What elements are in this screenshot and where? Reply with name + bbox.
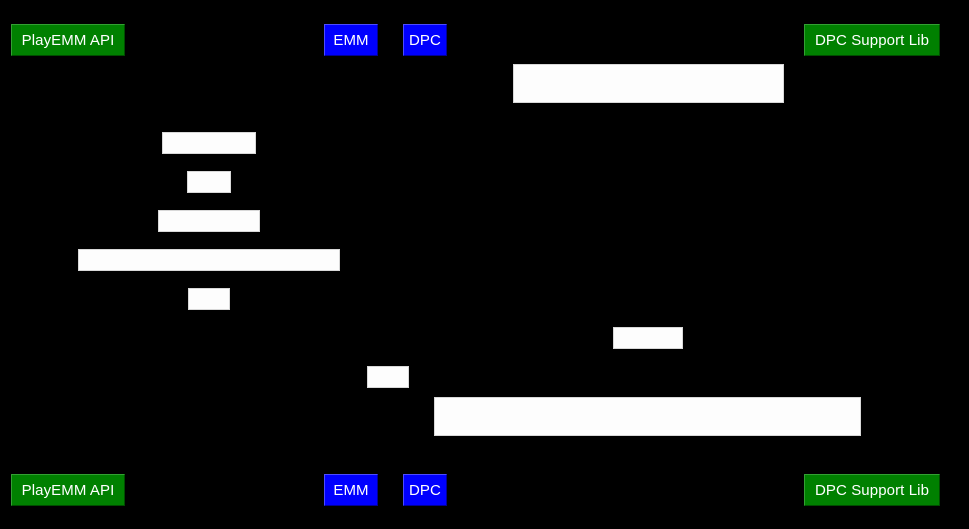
participant-dpc-support-lib-top[interactable]: DPC Support Lib <box>804 24 940 56</box>
participant-playemm-api-bottom[interactable]: PlayEMM API <box>11 474 125 506</box>
participant-label: PlayEMM API <box>21 31 115 49</box>
arrowhead-ensure-working-environment <box>864 79 872 87</box>
participant-dpc-bottom[interactable]: DPC <box>403 474 447 506</box>
participant-label: DPC <box>409 481 441 499</box>
arrowhead-token-to-dpc <box>417 373 425 381</box>
message-label-user-id[interactable]: userID <box>187 171 233 228</box>
message-label-users-insert[interactable]: users.insert() <box>162 132 256 189</box>
message-line-1: androidForWorkAccountSupport <box>545 105 752 121</box>
arrowhead-users-update <box>68 217 76 225</box>
message-label-users-generate-authentication-token[interactable]: users.generateAuthenticationToken() <box>78 249 340 306</box>
arrowhead-users-insert <box>68 139 76 147</box>
arrowhead-token-to-emm <box>343 295 351 303</box>
message-label-token-to-dpc[interactable]: token <box>367 366 409 423</box>
message-label-callback[interactable]: callback() <box>613 327 683 384</box>
message-label-add-android-for-work-account[interactable]: androidForWorkAccountSupport .addAndroid… <box>434 397 861 511</box>
message-line-1: token <box>191 329 227 345</box>
arrowhead-users-generate-authentication-token <box>68 256 76 264</box>
lifeline-dpc <box>425 56 426 474</box>
participant-emm-top[interactable]: EMM <box>324 24 378 56</box>
lifeline-emm <box>351 56 352 474</box>
message-line-1: token <box>370 407 406 423</box>
participant-label: DPC <box>409 31 441 49</box>
message-line-1: androidForWorkAccountSupport <box>544 438 751 454</box>
participant-dpc-support-lib-bottom[interactable]: DPC Support Lib <box>804 474 940 506</box>
participant-dpc-top[interactable]: DPC <box>403 24 447 56</box>
participant-emm-bottom[interactable]: EMM <box>324 474 378 506</box>
arrowhead-callback <box>425 334 433 342</box>
message-label-ensure-working-environment[interactable]: androidForWorkAccountSupport .ensureWork… <box>513 64 784 178</box>
participant-label: EMM <box>333 481 369 499</box>
arrowhead-add-android-for-work-account <box>864 412 872 420</box>
message-label-users-update[interactable]: users.update() <box>158 210 260 267</box>
participant-label: EMM <box>333 31 369 49</box>
message-line-2: .addAndroidForWorkAccount(token, account… <box>453 495 842 511</box>
participant-playemm-api-top[interactable]: PlayEMM API <box>11 24 125 56</box>
participant-label: DPC Support Lib <box>814 31 930 49</box>
participant-label: PlayEMM API <box>21 481 115 499</box>
lifeline-dpc-support-lib <box>872 56 873 474</box>
message-label-token-to-emm[interactable]: token <box>188 288 230 345</box>
message-line-1: callback() <box>616 368 680 384</box>
message-line-2: .ensureWorkingEnvironment(callback) <box>526 162 771 178</box>
lifeline-playemm-api <box>68 56 69 474</box>
participant-label: DPC Support Lib <box>814 481 930 499</box>
arrowhead-user-id <box>343 178 351 186</box>
